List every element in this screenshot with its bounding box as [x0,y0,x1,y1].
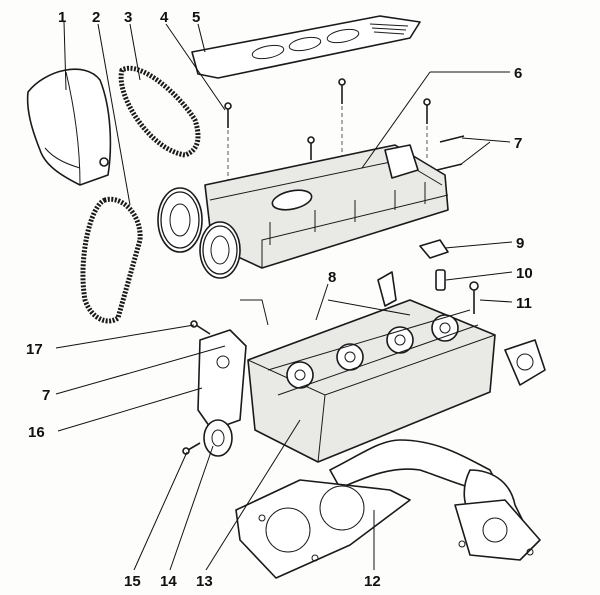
callout-17: 17 [26,341,43,358]
callout-14: 14 [160,573,177,590]
auxiliary-belt [118,65,201,158]
callout-7-upper: 7 [514,135,522,152]
mounting-bolt [469,281,479,314]
callout-11: 11 [516,295,532,312]
callout-9: 9 [516,235,524,252]
callout-labels: 1 2 3 4 5 6 7 8 9 10 11 7 17 16 15 14 13… [26,9,533,590]
callout-5: 5 [192,9,200,26]
camshaft-housing [204,144,449,269]
sensor-bracket [419,239,449,259]
egr-valve [504,339,546,386]
callout-12: 12 [364,573,381,590]
camshaft-housing-side-bolts [436,135,465,171]
exhaust-manifold [329,439,541,561]
callout-3: 3 [124,9,132,26]
valve-cover-bolts [224,78,431,200]
cylinder-head [247,271,496,463]
callout-2: 2 [92,9,100,26]
rear-timing-cover [197,299,269,431]
timing-belt [80,196,143,324]
timing-belt-cover [26,68,112,186]
valve-cover-gasket [191,15,421,79]
callout-13: 13 [196,573,213,590]
callout-8: 8 [328,269,336,286]
leader-lines [55,21,513,571]
temperature-sensor [435,269,446,291]
callout-16: 16 [28,424,45,441]
camshaft-sprockets [157,187,241,279]
callout-15: 15 [124,573,141,590]
cylinder-head-gasket [235,479,411,579]
callout-4: 4 [160,9,169,26]
callout-7-lower: 7 [42,387,50,404]
tensioner-pulley [203,419,233,457]
rear-cover-bolt [190,320,211,335]
callout-1: 1 [58,9,66,26]
tensioner-bolt [182,442,201,455]
callout-10: 10 [516,265,533,282]
callout-6: 6 [514,65,522,82]
